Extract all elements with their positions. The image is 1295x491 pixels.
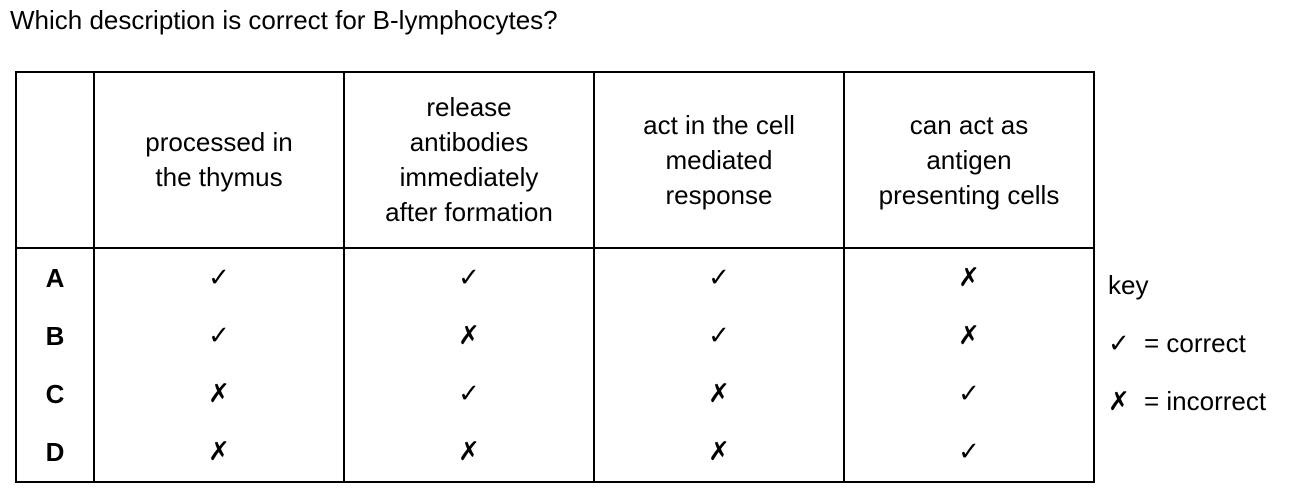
key-title: key [1108,270,1149,300]
header-label: processed in the thymus [145,127,293,192]
options-table: processed in the thymus release antibodi… [15,71,1095,483]
check-icon: ✓ [1108,329,1130,359]
mark-cell: ✗ [93,365,345,423]
mark-cell: ✓ [843,423,1095,483]
mark-cell: ✓ [593,307,845,365]
header-antigen-presenting: can act as antigen presenting cells [843,71,1095,249]
key-correct-text: = correct [1144,328,1246,358]
mark-cell: ✗ [343,307,595,365]
mark-cell: ✓ [93,247,345,307]
row-label: A [15,247,95,307]
table-row-a: A ✓ ✓ ✓ ✗ [15,247,1095,307]
table-row-c: C ✗ ✓ ✗ ✓ [15,365,1095,423]
key-correct: ✓ = correct [1108,328,1246,359]
mark-cell: ✗ [93,423,345,483]
key-incorrect: ✗ = incorrect [1108,386,1266,417]
mark-cell: ✓ [593,247,845,307]
header-label: release antibodies immediately after for… [385,92,553,227]
row-label: C [15,365,95,423]
row-label: B [15,307,95,365]
header-processed-in-thymus: processed in the thymus [93,71,345,249]
mark-cell: ✓ [93,307,345,365]
header-label: can act as antigen presenting cells [878,109,1060,210]
header-label: act in the cell mediated response [643,109,795,210]
cross-icon: ✗ [1108,387,1130,417]
mark-cell: ✗ [593,423,845,483]
table-row-d: D ✗ ✗ ✗ ✓ [15,423,1095,483]
question-text: Which description is correct for B-lymph… [10,5,558,35]
mark-cell: ✓ [843,365,1095,423]
mark-cell: ✓ [343,247,595,307]
mark-cell: ✗ [843,247,1095,307]
row-label: D [15,423,95,483]
mark-cell: ✗ [593,365,845,423]
header-cell-mediated-response: act in the cell mediated response [593,71,845,249]
mark-cell: ✗ [343,423,595,483]
header-release-antibodies: release antibodies immediately after for… [343,71,595,249]
mark-cell: ✗ [843,307,1095,365]
header-row: processed in the thymus release antibodi… [15,71,1095,249]
header-empty-cell [15,71,95,249]
table-row-b: B ✓ ✗ ✓ ✗ [15,307,1095,365]
mark-cell: ✓ [343,365,595,423]
key-incorrect-text: = incorrect [1144,386,1267,416]
